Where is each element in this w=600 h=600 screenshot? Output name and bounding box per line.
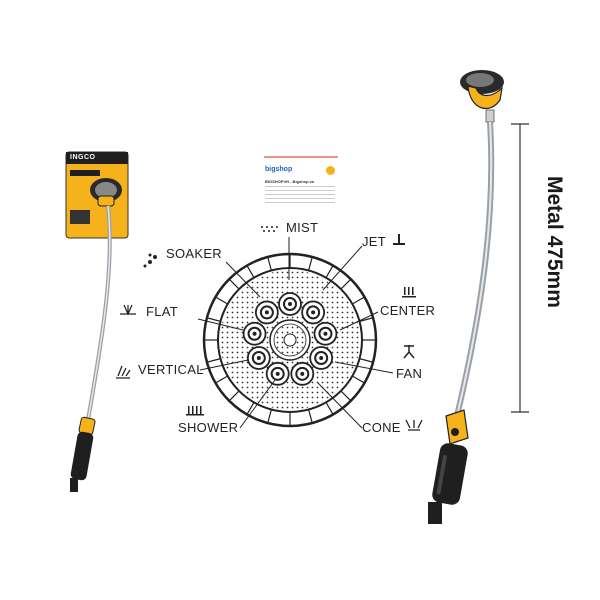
shower-icon [186,406,204,416]
nozzle-soaker [313,321,338,346]
label-cone: CONE [362,420,401,435]
nozzle-center [309,346,334,370]
grip-segment [206,317,221,322]
store-heading: BIGSHOPVN - Bigshop.vn [265,179,315,184]
grip-segment [246,402,255,415]
nozzle-fan [265,361,290,386]
label-center: CENTER [380,303,436,318]
grip-segment [215,375,228,384]
nozzle-vertical [246,346,271,370]
watermark-topline [264,156,338,158]
store-badge-icon [326,166,335,175]
label-vertical: VERTICAL [138,362,204,377]
label-jet: JET [362,234,387,249]
grip-segment [215,296,228,305]
watermark-lines [265,186,335,204]
mist-icon [261,226,278,232]
grip-segment [228,278,240,290]
grip-segment [308,256,313,271]
grip-segment [340,390,352,402]
nozzle-jet [301,300,326,325]
packaging-brand: INGCO [70,154,96,161]
store-logo-text: bigshop [265,166,293,173]
watermark-card: bigshop BIGSHOPVN - Bigshop.vn [262,154,340,212]
grip-segment [206,358,221,363]
grip-segment [267,409,272,424]
grip-segment [308,409,313,424]
center-icon [402,287,416,298]
flat-icon [120,304,136,316]
packaged-product-illustration [65,151,129,492]
grip-segment [267,256,272,271]
vertical-icon [116,365,131,379]
grip-segment [352,375,365,384]
grip-segment [352,296,365,305]
nozzle-mist [278,292,302,316]
label-fan: FAN [396,366,423,381]
nozzle-flat [290,361,315,386]
label-soaker: SOAKER [166,246,222,261]
nozzle-shower [242,321,267,346]
cone-icon [405,419,423,431]
grip-segment [228,390,240,402]
grip-segment [340,278,352,290]
soaker-icon [143,253,157,268]
grip-segment [246,265,255,278]
grip-segment [325,402,334,415]
length-dimension-line [511,123,529,413]
label-mist: MIST [286,220,319,235]
spray-dial-diagram [202,252,378,428]
grip-segment [325,265,334,278]
fan-icon [403,345,415,359]
grip-segment [359,358,374,363]
length-label: Metal 475mm [543,176,566,308]
label-shower: SHOWER [178,420,239,435]
spray-gun-illustration [428,70,504,524]
nozzle-cone [254,300,279,325]
label-flat: FLAT [146,304,179,319]
jet-icon [393,234,405,245]
grip-segment [359,317,374,322]
